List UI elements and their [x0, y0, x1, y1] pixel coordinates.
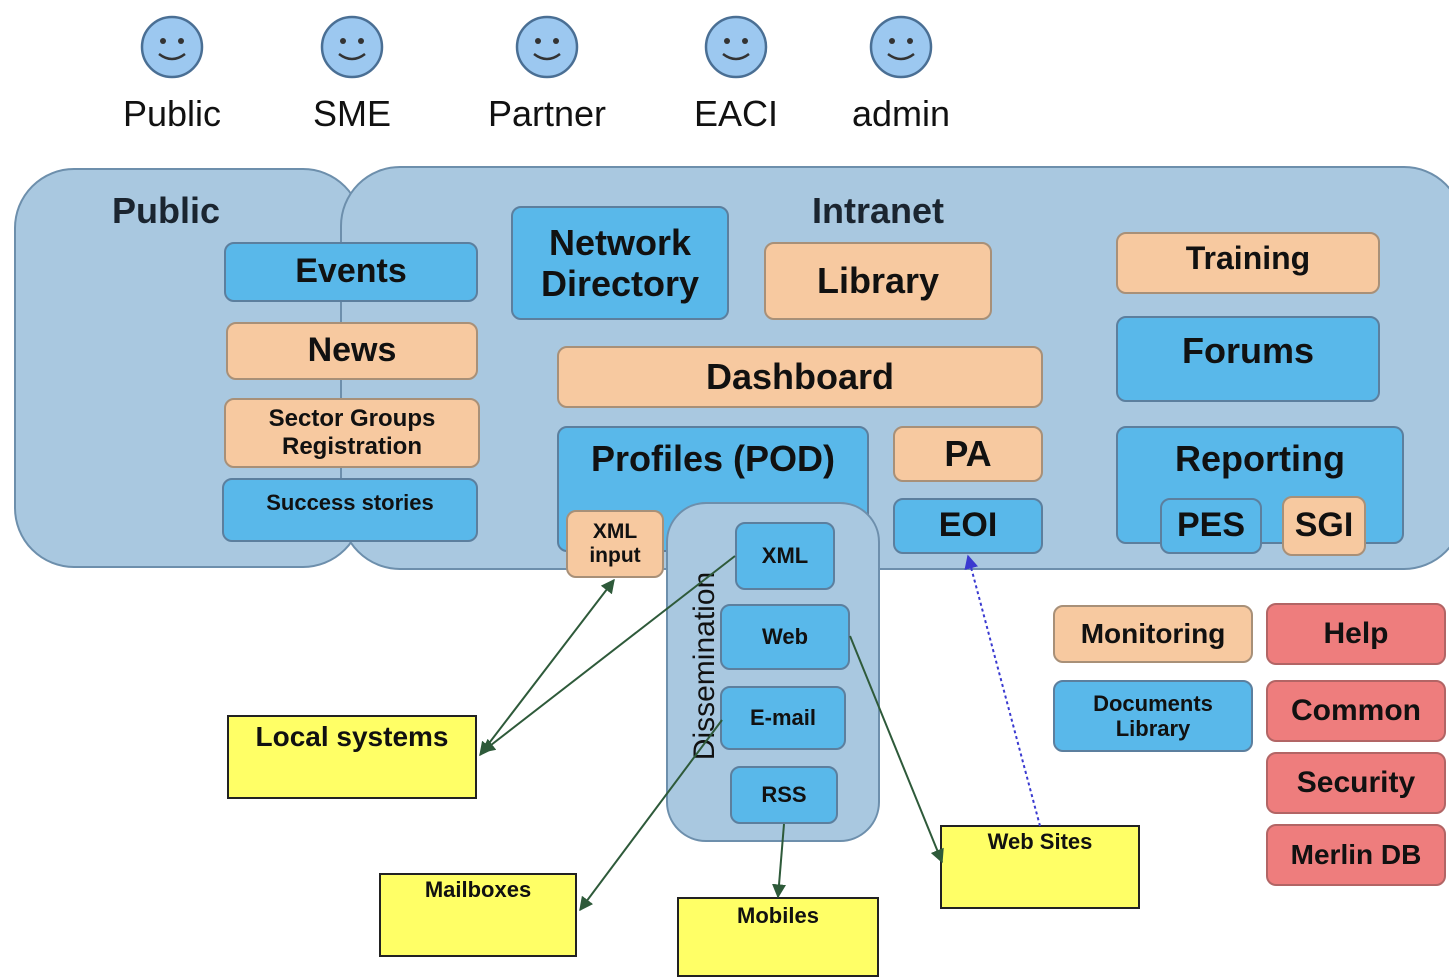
mailboxes-box: Mailboxes: [379, 873, 577, 957]
web-web-sites-arrow: [849, 635, 944, 864]
user-label: EACI: [693, 93, 779, 134]
user-label: Partner: [487, 93, 607, 134]
xml-input-local-systems-arrow: [479, 578, 615, 757]
web-sites-box: Web Sites: [940, 825, 1140, 909]
eoi-box: EOI: [893, 498, 1043, 554]
user-label: SME: [312, 93, 391, 134]
training-box: Training: [1116, 232, 1380, 294]
success-stories-box: Success stories: [222, 478, 478, 542]
monitoring-box: Monitoring: [1053, 605, 1253, 663]
dissemination-xml-box: XML: [735, 522, 835, 590]
network-directory-box: Network Directory: [511, 206, 729, 320]
common-box: Common: [1266, 680, 1446, 742]
user-face-icon: [704, 15, 768, 79]
merlin-db-box: Merlin DB: [1266, 824, 1446, 886]
sgi-box: SGI: [1282, 496, 1366, 556]
user-face-icon: [320, 15, 384, 79]
public-zone-title: Public: [112, 190, 221, 231]
xml-local-systems-arrow: [480, 555, 736, 753]
dashboard-box: Dashboard: [557, 346, 1043, 408]
forums-box: Forums: [1116, 316, 1380, 402]
user-partner: Partner: [477, 14, 617, 135]
news-box: News: [226, 322, 478, 380]
user-label: Public: [122, 93, 222, 134]
pes-box: PES: [1160, 498, 1262, 554]
dissemination-web-box: Web: [720, 604, 850, 670]
user-eaci: EACI: [666, 14, 806, 135]
security-box: Security: [1266, 752, 1446, 814]
sector-groups-registration-box: Sector Groups Registration: [224, 398, 480, 468]
rss-mobiles-arrow: [772, 823, 787, 899]
user-label: admin: [851, 93, 951, 134]
dissemination-rss-box: RSS: [730, 766, 838, 824]
pa-box: PA: [893, 426, 1043, 482]
user-face-icon: [515, 15, 579, 79]
mobiles-box: Mobiles: [677, 897, 879, 977]
web-sites-eoi-dotted-arrow: [964, 554, 1041, 827]
user-face-icon: [140, 15, 204, 79]
user-face-icon: [869, 15, 933, 79]
user-admin: admin: [831, 14, 971, 135]
intranet-zone-title: Intranet: [812, 190, 945, 231]
events-box: Events: [224, 242, 478, 302]
help-box: Help: [1266, 603, 1446, 665]
user-sme: SME: [282, 14, 422, 135]
library-box: Library: [764, 242, 992, 320]
local-systems-box: Local systems: [227, 715, 477, 799]
xml-input-box: XML input: [566, 510, 664, 578]
documents-library-box: Documents Library: [1053, 680, 1253, 752]
dissemination-email-box: E-mail: [720, 686, 846, 750]
user-public: Public: [102, 14, 242, 135]
email-mailboxes-arrow: [579, 719, 723, 912]
